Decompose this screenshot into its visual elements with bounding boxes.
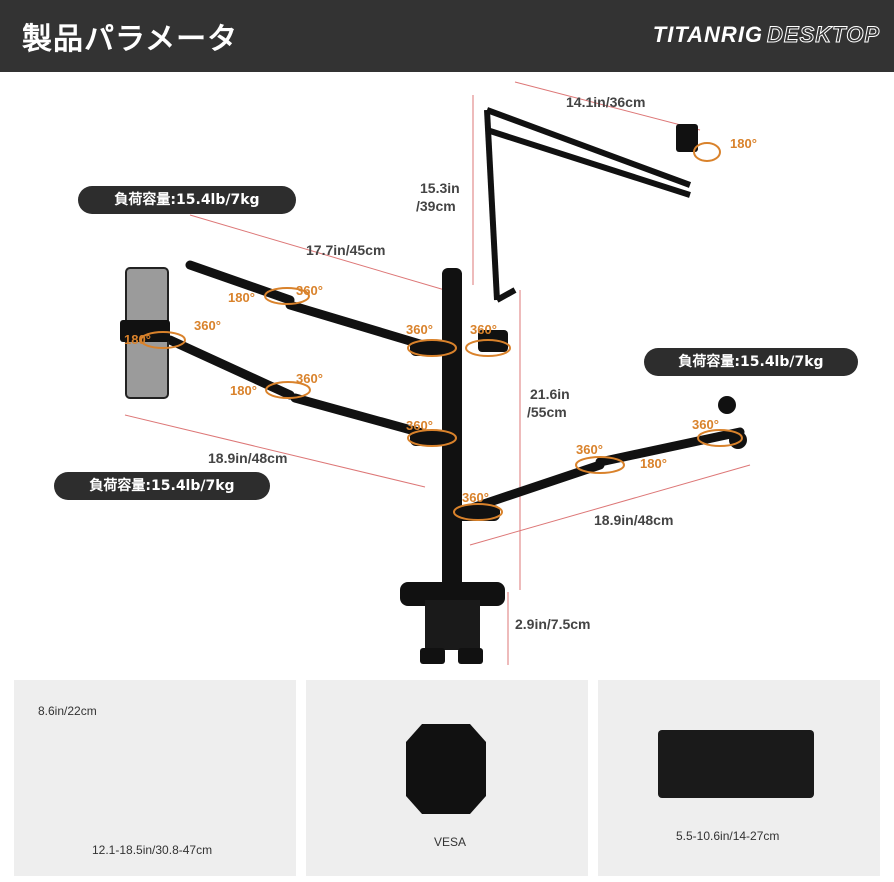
rotation-label: 360°: [296, 371, 323, 386]
clamp-body: [425, 600, 480, 650]
dim-line-lower-left: [124, 414, 426, 488]
vesa-panel: VESA: [306, 680, 588, 876]
top-phone-holder: [676, 124, 698, 152]
rotation-label: 360°: [576, 442, 603, 457]
rotation-label: 360°: [470, 322, 497, 337]
phone-holder-panel: 5.5-10.6in/14-27cm: [598, 680, 880, 876]
brand-main: TITANRIG: [652, 22, 764, 47]
right-arm-collar: [455, 505, 500, 521]
laptop-height-label: 8.6in/22cm: [38, 704, 97, 718]
middle-arm-collar: [410, 430, 455, 446]
middle-left-arm: [165, 335, 445, 443]
phone-width-label: 5.5-10.6in/14-27cm: [676, 829, 780, 843]
rotation-label: 180°: [228, 290, 255, 305]
dim-line-top-arm: [514, 81, 701, 131]
rotation-label: 180°: [640, 456, 667, 471]
dim-top-height-1: 15.3in: [420, 180, 460, 196]
load-label-lower: 負荷容量:15.4lb/7kg: [54, 472, 270, 500]
dim-upper-left: 17.7in/45cm: [306, 242, 386, 258]
vesa-plate: [406, 724, 486, 814]
rotation-label: 360°: [462, 490, 489, 505]
dim-top-arm: 14.1in/36cm: [566, 94, 646, 110]
dim-lower-left: 18.9in/48cm: [208, 450, 288, 466]
tablet-holder: [120, 320, 170, 342]
dim-pole-1: 21.6in: [530, 386, 570, 402]
dim-line-right: [469, 464, 751, 546]
dim-top-height-2: /39cm: [416, 198, 456, 214]
load-label-right: 負荷容量:15.4lb/7kg: [644, 348, 858, 376]
dim-right: 18.9in/48cm: [594, 512, 674, 528]
rotation-label: 360°: [194, 318, 221, 333]
rotation-label: 360°: [692, 417, 719, 432]
dim-pole-2: /55cm: [527, 404, 567, 420]
laptop-tray-panel: 8.6in/22cm 12.1-18.5in/30.8-47cm: [14, 680, 296, 876]
dim-line-upper-left: [189, 214, 456, 294]
load-label-upper: 負荷容量:15.4lb/7kg: [78, 186, 296, 214]
monitor-arm-illustration: [120, 81, 751, 665]
phone-holder-clamp: [658, 730, 814, 798]
clamp-knob-right: [458, 648, 483, 664]
upper-arm-collar: [410, 340, 455, 356]
rotation-label: 360°: [406, 418, 433, 433]
rotation-label: 180°: [730, 136, 757, 151]
ball-head: [718, 396, 736, 414]
main-pole: [442, 268, 462, 588]
rotation-label: 360°: [296, 283, 323, 298]
laptop-width-label: 12.1-18.5in/30.8-47cm: [92, 843, 213, 857]
vesa-label: VESA: [434, 835, 467, 849]
dim-clamp: 2.9in/7.5cm: [515, 616, 591, 632]
clamp-knob-left: [420, 648, 445, 664]
top-boom-arm: [484, 107, 692, 303]
brand-sub: DESKTOP: [767, 22, 880, 48]
rotation-label: 360°: [406, 322, 433, 337]
page-title: 製品パラメータ: [22, 22, 239, 57]
rotation-label: 180°: [230, 383, 257, 398]
rotation-label: 180°: [124, 332, 151, 347]
